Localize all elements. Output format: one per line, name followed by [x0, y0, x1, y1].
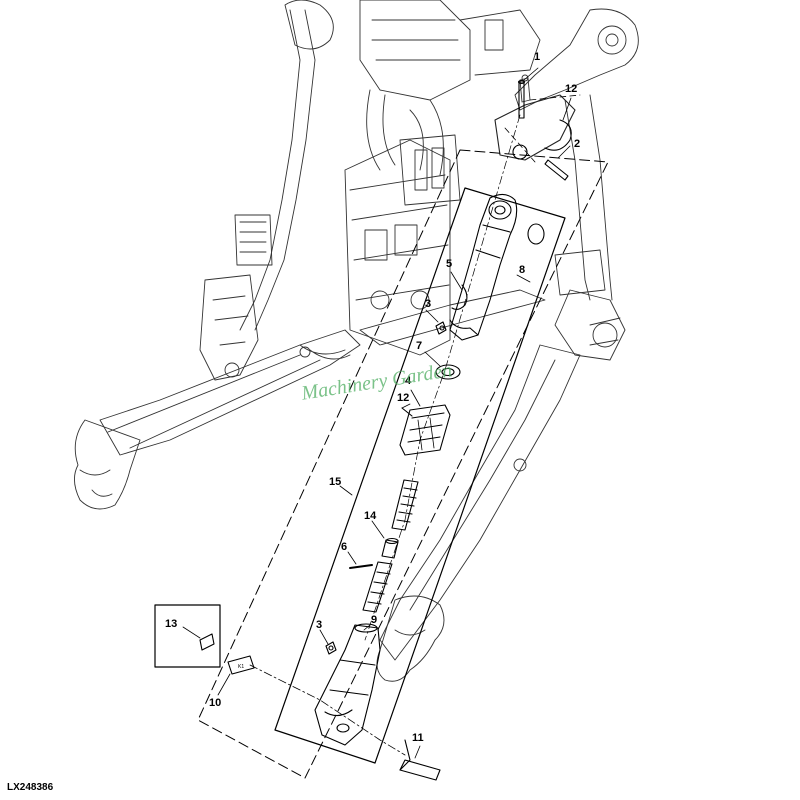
upper-bracket-detail	[494, 79, 581, 181]
figure-id: LX248386	[7, 782, 54, 793]
right-upper-rocker	[514, 8, 639, 111]
lock-ring-7	[435, 364, 461, 380]
keeper-mark: K1	[238, 664, 244, 670]
callout-7: 7	[416, 340, 423, 352]
callout-9: 9	[371, 614, 378, 626]
callout-2: 2	[574, 138, 581, 150]
lower-clevis-9	[314, 623, 381, 746]
callout-1: 1	[534, 51, 541, 63]
callout-13: 13	[165, 618, 178, 630]
grease-fitting-3-lower	[325, 641, 337, 655]
lynch-pin-13	[199, 633, 215, 651]
main-axis	[364, 114, 521, 641]
roll-pin-6	[349, 564, 373, 569]
left-lift-rod	[239, 9, 301, 331]
callout-15: 15	[329, 476, 342, 488]
pin-2	[544, 159, 569, 181]
lower-link-right	[379, 344, 581, 661]
spring-clip-12-top	[544, 119, 572, 151]
callout-14: 14	[364, 510, 377, 522]
right-lift-rod	[564, 99, 591, 301]
spring-clip-12-frame	[401, 407, 413, 417]
left-hook	[74, 419, 141, 510]
callout-12-top: 12	[565, 83, 578, 95]
top-link-frame	[274, 187, 566, 764]
spring-clip-5	[451, 284, 468, 311]
callout-3-upper: 3	[425, 298, 432, 310]
callout-10: 10	[209, 697, 222, 709]
callout-11: 11	[412, 732, 424, 744]
callout-12-frame: 12	[397, 392, 410, 404]
keeper-10: K1	[227, 655, 255, 675]
grease-fitting-3-upper	[435, 321, 447, 335]
assembly-axis	[249, 664, 406, 756]
inset-box-13	[154, 604, 221, 668]
leader-lines	[182, 67, 572, 759]
bushing-ball	[527, 223, 545, 245]
tractor-background-assembly	[74, 0, 639, 682]
pin-1	[518, 81, 525, 119]
callout-4: 4	[405, 375, 412, 387]
callout-6: 6	[341, 541, 348, 553]
callout-5: 5	[446, 258, 453, 270]
hydraulic-valve-block	[344, 139, 451, 356]
turnbuckle-body-4	[399, 404, 451, 456]
callout-8: 8	[519, 264, 526, 276]
threaded-rod-lower	[362, 561, 393, 613]
exploded-view-frame	[197, 149, 609, 779]
callout-3-lower: 3	[316, 619, 323, 631]
clevis-pin-11	[399, 739, 441, 781]
threaded-rod-15	[391, 479, 419, 531]
